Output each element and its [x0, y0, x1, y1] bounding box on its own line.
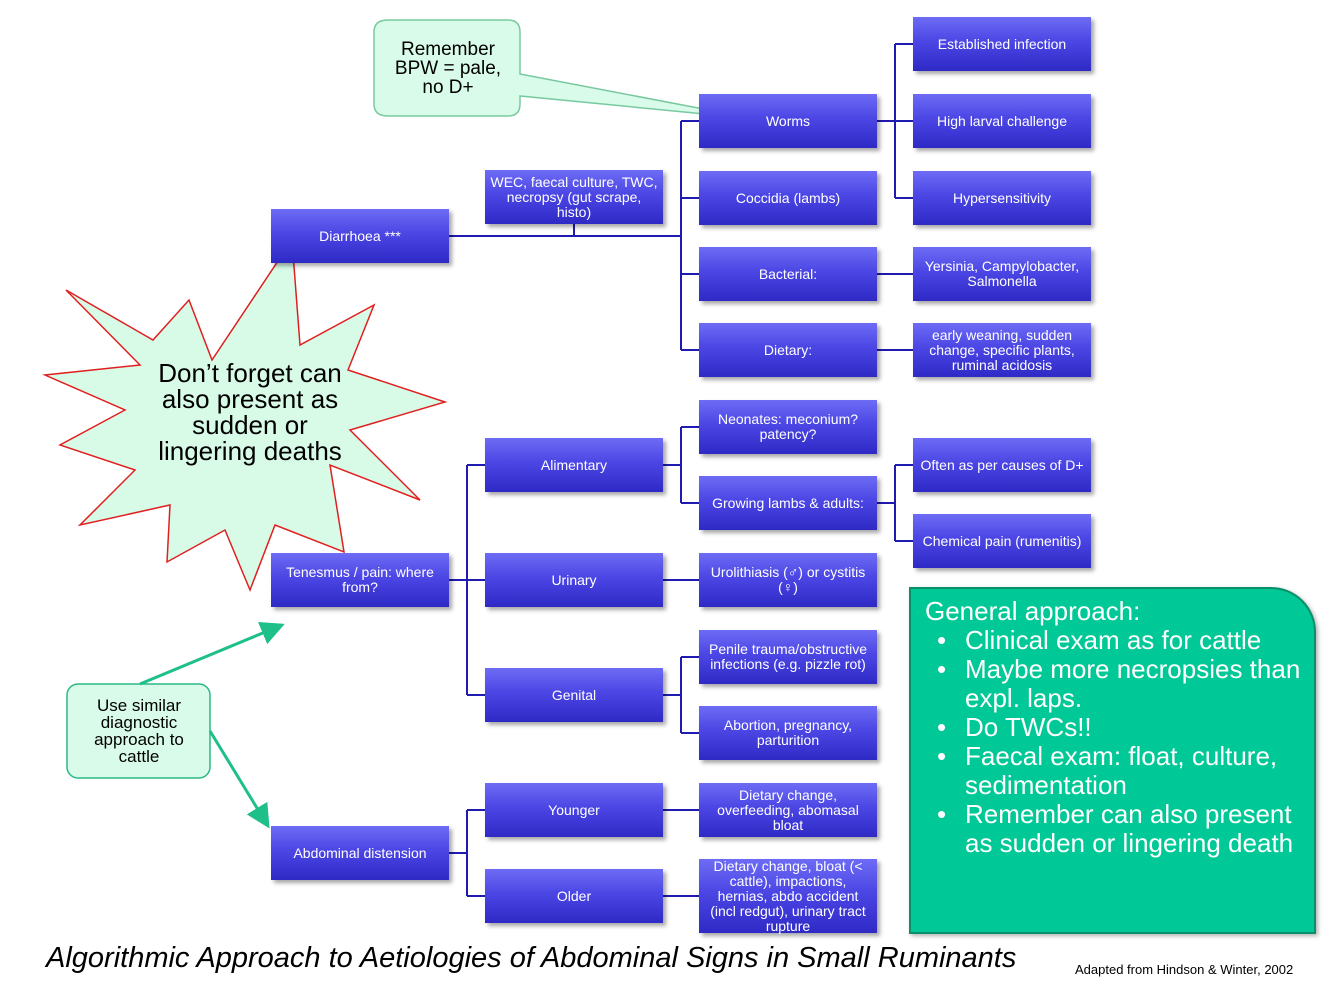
diarrhoea-node: Diarrhoea ***	[271, 209, 449, 263]
diagram-caption: Algorithmic Approach to Aetiologies of A…	[46, 942, 1017, 974]
source-credit: Adapted from Hindson & Winter, 2002	[1075, 962, 1294, 977]
often-node: Often as per causes of D+	[913, 438, 1091, 492]
abdominal-distension-node: Abdominal distension	[271, 826, 449, 880]
alimentary-node: Alimentary	[485, 438, 663, 492]
genital-node: Genital	[485, 668, 663, 722]
coccidia-node: Coccidia (lambs)	[699, 171, 877, 225]
general-approach-list: Clinical exam as for cattle Maybe more n…	[925, 626, 1302, 858]
larval-challenge-node: High larval challenge	[913, 94, 1091, 148]
penile-trauma-node: Penile trauma/obstructive infections (e.…	[699, 630, 877, 684]
tenesmus-node: Tenesmus / pain: where from?	[271, 553, 449, 607]
bacteria-list-node: Yersinia, Campylobacter, Salmonella	[913, 247, 1091, 301]
general-approach-panel: General approach: Clinical exam as for c…	[909, 587, 1316, 934]
urolithiasis-node: Urolithiasis (♂) or cystitis (♀)	[699, 553, 877, 607]
bpw-callout-text: Remember BPW = pale, no D+	[394, 38, 502, 98]
chemical-pain-node: Chemical pain (rumenitis)	[913, 514, 1091, 568]
worms-node: Worms	[699, 94, 877, 148]
general-item: Clinical exam as for cattle	[925, 626, 1302, 656]
dietary-node: Dietary:	[699, 323, 877, 377]
older-causes-node: Dietary change, bloat (< cattle), impact…	[699, 858, 877, 933]
cattle-callout-text: Use similar diagnostic approach to cattl…	[94, 696, 184, 766]
younger-node: Younger	[485, 783, 663, 837]
dietary-causes-node: early weaning, sudden change, specific p…	[913, 323, 1091, 377]
arrow-to-abdominal	[208, 730, 270, 829]
arrow-to-tenesmus	[139, 621, 285, 686]
general-item: Do TWCs!!	[925, 713, 1302, 743]
older-node: Older	[485, 869, 663, 923]
hypersensitivity-node: Hypersensitivity	[913, 171, 1091, 225]
tests-node: WEC, faecal culture, TWC, necropsy (gut …	[485, 170, 663, 224]
younger-causes-node: Dietary change, overfeeding, abomasal bl…	[699, 783, 877, 837]
neonates-node: Neonates: meconium? patency?	[699, 400, 877, 454]
abortion-node: Abortion, pregnancy, parturition	[699, 706, 877, 760]
general-item: Maybe more necropsies than expl. laps.	[925, 655, 1302, 713]
growing-node: Growing lambs & adults:	[699, 476, 877, 530]
urinary-node: Urinary	[485, 553, 663, 607]
general-approach-title: General approach:	[925, 596, 1141, 626]
bacterial-node: Bacterial:	[699, 247, 877, 301]
general-item: Remember can also present as sudden or l…	[925, 800, 1302, 858]
established-infection-node: Established infection	[913, 17, 1091, 71]
bpw-speech-bubble	[373, 19, 757, 120]
deaths-callout-text: Don’t forget can also present as sudden …	[158, 358, 342, 466]
general-item: Faecal exam: float, culture, sedimentati…	[925, 742, 1302, 800]
